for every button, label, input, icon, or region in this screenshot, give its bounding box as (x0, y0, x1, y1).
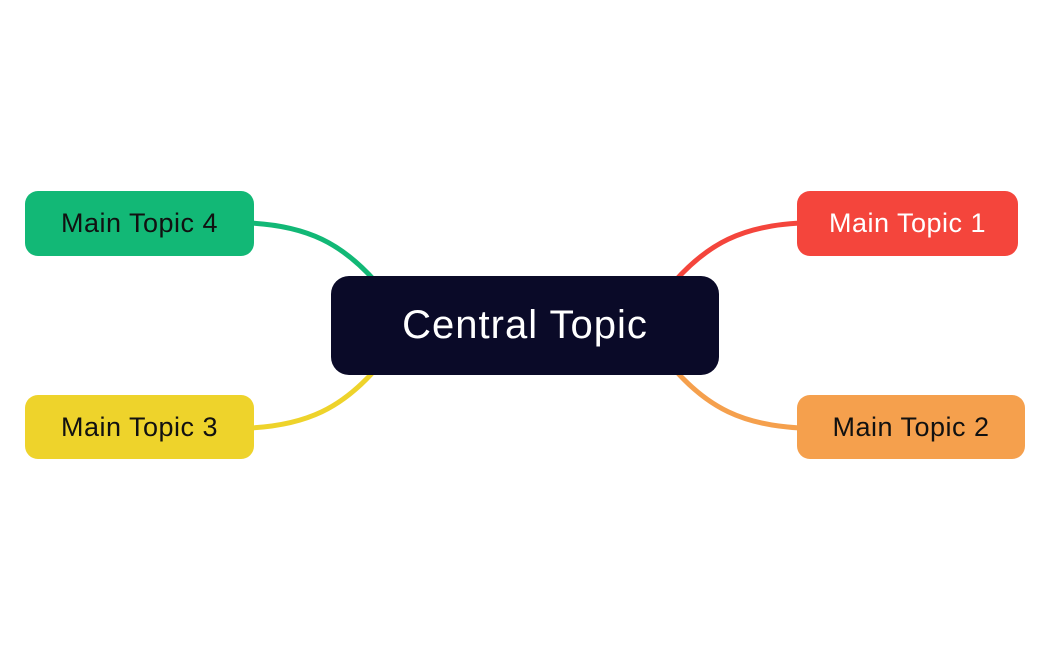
main-topic-4-node[interactable]: Main Topic 4 (25, 191, 254, 256)
main-topic-3-node[interactable]: Main Topic 3 (25, 395, 254, 459)
main-topic-1-label: Main Topic 1 (828, 208, 987, 238)
connector-main-topic-3 (247, 367, 378, 431)
central-topic-node[interactable]: Central Topic (331, 276, 719, 375)
main-topic-2-label: Main Topic 2 (832, 411, 990, 442)
connector-main-topic-2 (672, 367, 803, 431)
main-topic-2-node[interactable]: Main Topic 2 (797, 395, 1025, 459)
main-topic-4-label: Main Topic 4 (60, 208, 219, 238)
connector-main-topic-4 (247, 220, 378, 284)
main-topic-3-label: Main Topic 3 (60, 411, 219, 442)
central-topic-label: Central Topic (402, 303, 648, 347)
connector-main-topic-1 (672, 220, 803, 284)
main-topic-1-node[interactable]: Main Topic 1 (797, 191, 1018, 256)
